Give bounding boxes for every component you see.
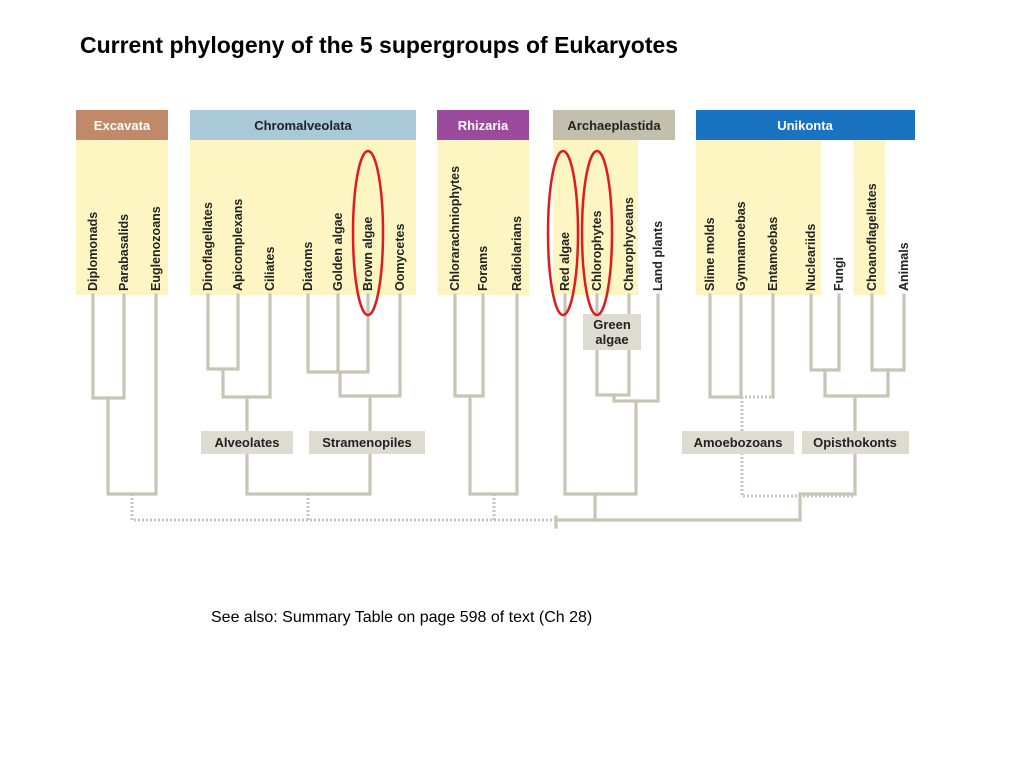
taxon-label-golden-algae: Golden algae [331,212,345,291]
taxon-label-chlorarachniophytes: Chlorarachniophytes [448,166,462,291]
supergroup-label-chromalveolata: Chromalveolata [254,118,352,133]
uncertain-branches [130,395,855,522]
taxon-label-diatoms: Diatoms [301,242,315,291]
clade-label-opisthokonts: Opisthokonts [813,435,897,450]
see-also-note: See also: Summary Table on page 598 of t… [211,609,593,626]
clade-label-alveolates: Alveolates [214,435,279,450]
taxon-label-nucleariids: Nucleariids [804,224,818,291]
taxon-label-radiolarians: Radiolarians [510,216,524,291]
supergroup-header-archaeplastida [553,110,675,140]
clade-label-stramenopiles: Stramenopiles [322,435,412,450]
taxon-label-forams: Forams [476,246,490,291]
clade-box-amoebozoans [682,431,794,454]
taxon-label-dinoflagellates: Dinoflagellates [201,202,215,291]
clade-box-opisthokonts [802,431,909,454]
taxon-labels: Diplomonads Parabasalids Euglenozoans Dinof… [86,166,911,291]
taxon-label-parabasalids: Parabasalids [117,214,131,291]
taxon-label-oomycetes: Oomycetes [393,224,407,291]
supergroup-header-excavata [76,110,168,140]
taxon-label-panels [76,140,885,295]
taxon-label-fungi: Fungi [832,257,846,291]
highlight-oval-brown-algae [351,149,385,317]
clade-box-green-algae [583,314,641,350]
supergroup-header-rhizaria [437,110,529,140]
highlight-oval-red-algae [546,149,580,317]
taxon-label-slime-molds: Slime molds [703,217,717,291]
taxon-label-gymnamoebas: Gymnamoebas [734,201,748,291]
supergroup-label-archaeplastida: Archaeplastida [567,118,661,133]
supergroup-header-unikonta [696,110,915,140]
slide-title: Current phylogeny of the 5 supergroups o… [80,32,679,58]
taxon-label-entamoebas: Entamoebas [766,217,780,291]
tree-branches [91,293,906,529]
supergroup-label-excavata: Excavata [94,118,151,133]
taxon-label-apicomplexans: Apicomplexans [231,199,245,291]
taxon-label-brown-algae: Brown algae [361,217,375,291]
supergroup-label-rhizaria: Rhizaria [458,118,509,133]
taxon-label-land-plants: Land plants [651,221,665,291]
taxon-label-diplomonads: Diplomonads [86,212,100,291]
taxon-label-animals: Animals [897,242,911,291]
taxon-label-chlorophytes: Chlorophytes [590,210,604,291]
highlight-oval-chlorophytes [580,149,614,317]
clade-label-green-algae-line2: algae [595,332,628,347]
taxon-label-ciliates: Ciliates [263,246,277,291]
clade-label-amoebozoans: Amoebozoans [694,435,783,450]
clade-label-green-algae-line1: Green [593,317,631,332]
taxon-label-red-algae: Red algae [558,232,572,291]
supergroup-header-chromalveolata [190,110,416,140]
taxon-label-euglenozoans: Euglenozoans [149,206,163,291]
clade-box-alveolates [201,431,293,454]
taxon-label-choanoflagellates: Choanoflagellates [865,183,879,291]
taxon-label-charophyceans: Charophyceans [622,197,636,291]
clade-box-stramenopiles [309,431,425,454]
supergroup-label-unikonta: Unikonta [777,118,833,133]
